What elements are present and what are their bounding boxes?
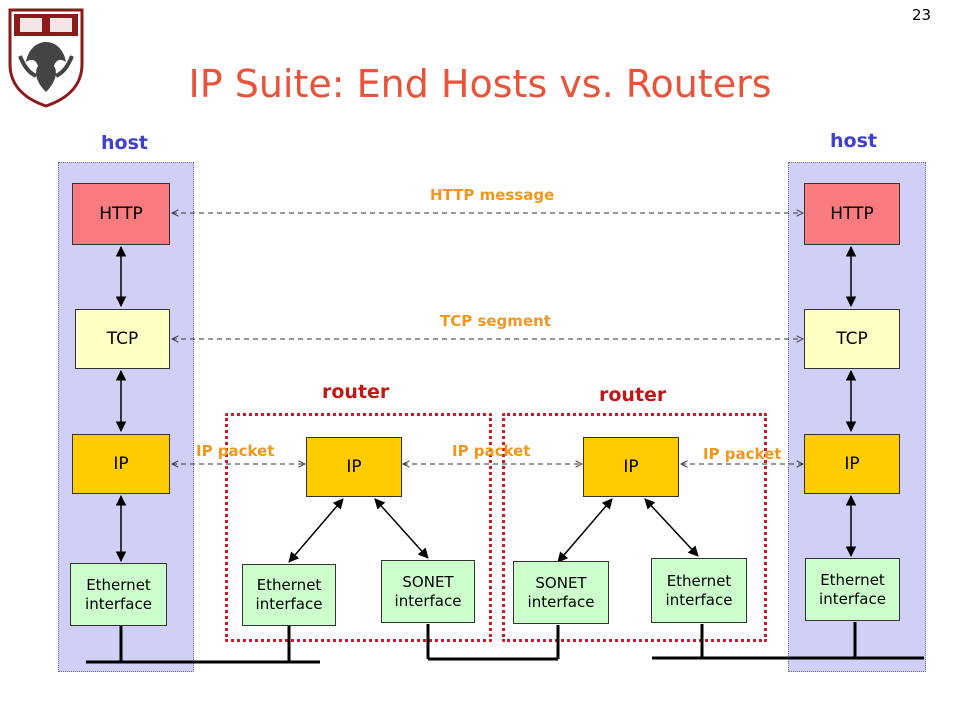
host-label-right: host: [830, 130, 877, 152]
router-panel-left: [225, 413, 492, 642]
router-left-sonet-box: SONET interface: [381, 560, 475, 623]
peer-links: [172, 213, 803, 464]
university-seal-icon: [8, 8, 84, 108]
tcp-segment-label: TCP segment: [440, 312, 551, 330]
host-left-ip-box: IP: [72, 434, 170, 494]
router-right-ip-box: IP: [583, 437, 679, 497]
router-label-right: router: [599, 384, 667, 406]
physical-links: [86, 622, 924, 664]
ip-packet-label-2: IP packet: [452, 442, 531, 460]
router-label-left: router: [322, 381, 390, 403]
host-right-ip-box: IP: [804, 434, 900, 494]
router-right-ethernet-box: Ethernet interface: [651, 558, 747, 623]
host-right-http-box: HTTP: [804, 183, 900, 245]
slide-number: 23: [912, 6, 932, 24]
host-left-ethernet-box: Ethernet interface: [70, 563, 167, 626]
stack-links: [115, 245, 857, 563]
router-right-sonet-box: SONET interface: [513, 561, 609, 624]
host-right-tcp-box: TCP: [804, 309, 900, 369]
ip-packet-label-1: IP packet: [196, 442, 275, 460]
ip-packet-label-3: IP packet: [703, 445, 782, 463]
router-left-ethernet-box: Ethernet interface: [242, 564, 336, 626]
host-left-http-box: HTTP: [72, 183, 170, 245]
slide-title: IP Suite: End Hosts vs. Routers: [188, 62, 772, 106]
host-left-tcp-box: TCP: [75, 309, 170, 369]
router-left-ip-box: IP: [306, 437, 402, 497]
host-right-ethernet-box: Ethernet interface: [805, 558, 900, 621]
host-label-left: host: [101, 132, 148, 154]
http-message-label: HTTP message: [430, 186, 555, 204]
router-panel-right: [502, 413, 767, 642]
